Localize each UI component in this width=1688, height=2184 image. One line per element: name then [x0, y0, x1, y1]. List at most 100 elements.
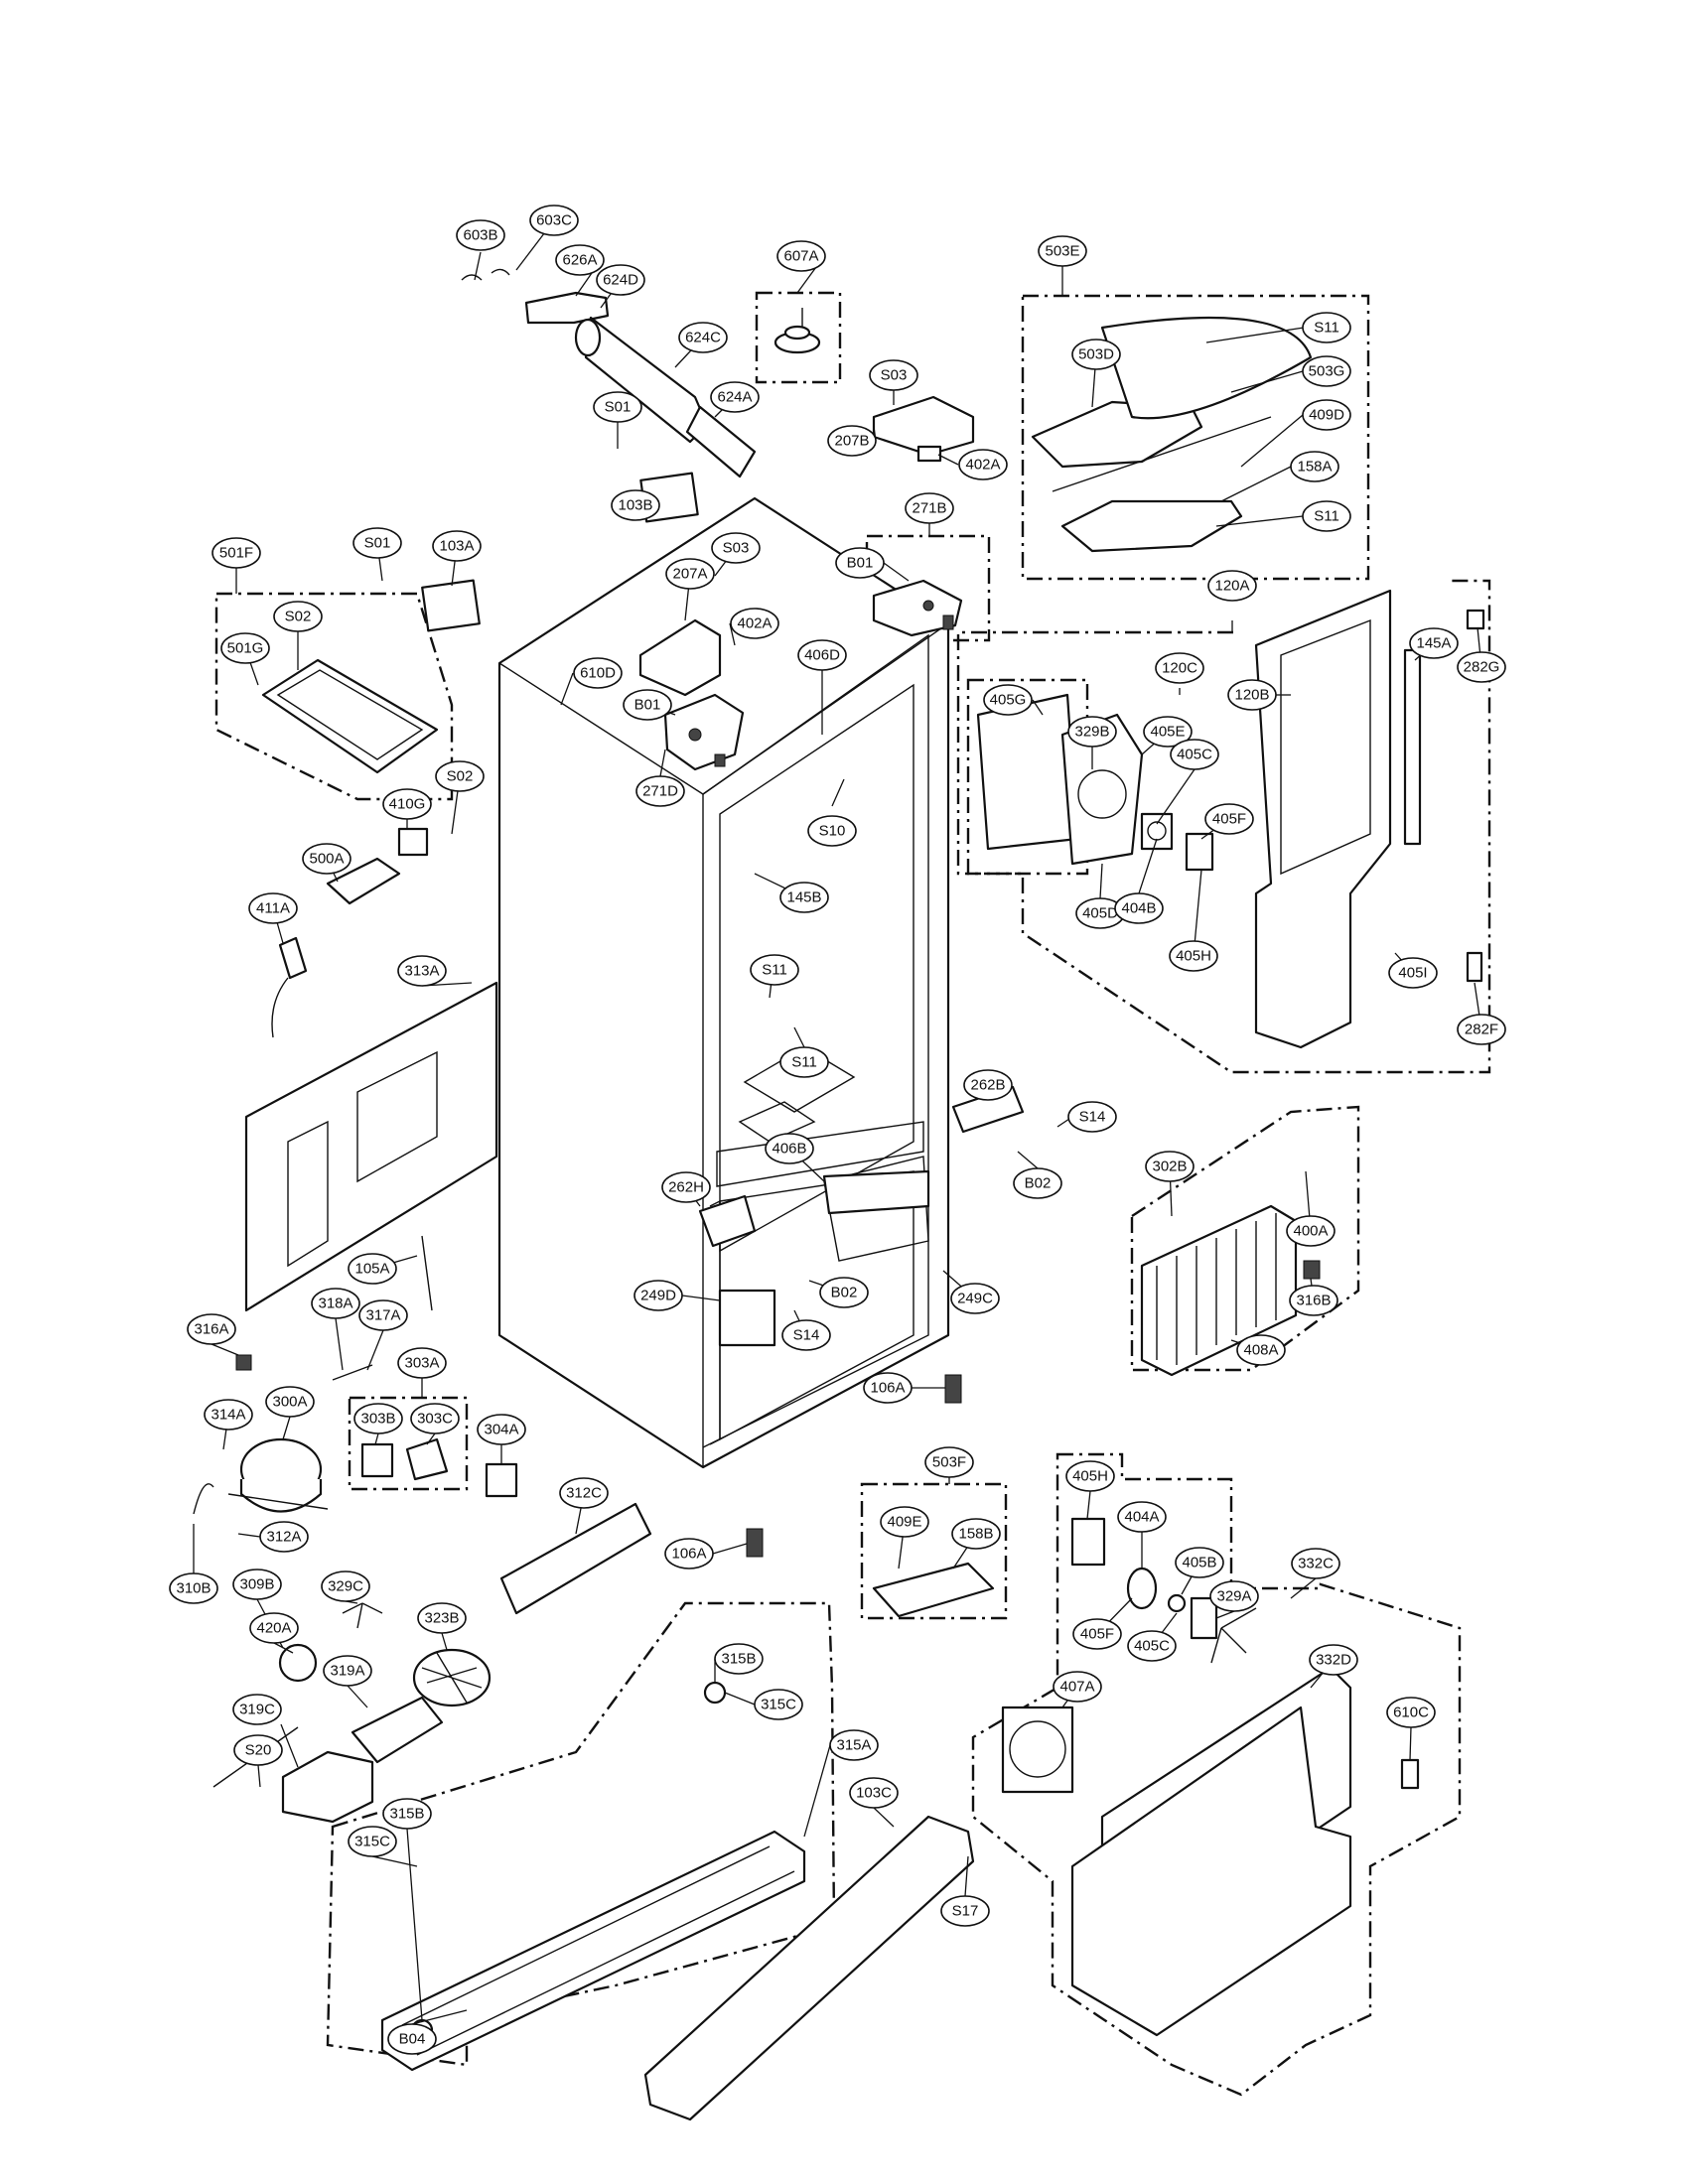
- callout-c065[interactable]: 316B: [1289, 1285, 1338, 1316]
- callout-c093[interactable]: 309B: [232, 1569, 282, 1600]
- callout-c070[interactable]: 249C: [950, 1283, 1000, 1314]
- callout-c100[interactable]: 315B: [714, 1643, 764, 1675]
- callout-c099[interactable]: 405C: [1127, 1630, 1177, 1662]
- callout-c092[interactable]: 332C: [1291, 1548, 1340, 1579]
- callout-c011[interactable]: S01: [593, 391, 642, 423]
- callout-c066[interactable]: 408A: [1236, 1334, 1286, 1366]
- callout-c104[interactable]: 319C: [232, 1694, 282, 1725]
- callout-c038[interactable]: S10: [807, 815, 857, 847]
- callout-c059[interactable]: S14: [1067, 1101, 1117, 1133]
- callout-c025[interactable]: S02: [273, 601, 323, 632]
- callout-c110[interactable]: 315B: [382, 1798, 432, 1830]
- callout-c091[interactable]: 405B: [1175, 1547, 1224, 1578]
- callout-c019[interactable]: S11: [1302, 500, 1351, 532]
- callout-c061[interactable]: 406B: [765, 1133, 814, 1164]
- callout-c083[interactable]: 312C: [559, 1477, 609, 1509]
- callout-c101[interactable]: 332D: [1309, 1644, 1358, 1676]
- callout-c096[interactable]: 329A: [1209, 1580, 1259, 1612]
- callout-c042[interactable]: 313A: [397, 955, 447, 987]
- callout-c004[interactable]: 624D: [596, 264, 645, 296]
- callout-c014[interactable]: S11: [1302, 312, 1351, 343]
- callout-c060[interactable]: B02: [1013, 1167, 1062, 1199]
- callout-c028[interactable]: 207A: [665, 558, 715, 590]
- callout-c006[interactable]: 624A: [710, 381, 760, 413]
- callout-c078[interactable]: 300A: [265, 1386, 315, 1418]
- callout-c080[interactable]: 303C: [410, 1403, 460, 1434]
- callout-c045[interactable]: 405G: [983, 684, 1033, 716]
- callout-c044[interactable]: 120C: [1155, 652, 1204, 684]
- callout-c005[interactable]: 624C: [678, 322, 728, 353]
- callout-c064[interactable]: 400A: [1286, 1215, 1336, 1247]
- callout-c063[interactable]: 302B: [1145, 1151, 1195, 1182]
- callout-c039[interactable]: 145B: [779, 882, 829, 913]
- callout-c090[interactable]: 106A: [664, 1538, 714, 1570]
- callout-c035[interactable]: 410G: [382, 788, 432, 820]
- callout-c055[interactable]: 405H: [1169, 940, 1218, 972]
- callout-c021[interactable]: B01: [835, 547, 885, 579]
- callout-c026[interactable]: 501G: [220, 632, 270, 664]
- callout-c105[interactable]: 407A: [1053, 1671, 1102, 1703]
- callout-c069[interactable]: B02: [819, 1277, 869, 1308]
- callout-c002[interactable]: 603C: [529, 205, 579, 236]
- callout-c062[interactable]: 262H: [661, 1171, 711, 1203]
- callout-c009[interactable]: 207B: [827, 425, 877, 457]
- callout-c089[interactable]: 310B: [169, 1572, 218, 1604]
- callout-c048[interactable]: 120B: [1227, 679, 1277, 711]
- callout-c036[interactable]: 500A: [302, 843, 352, 875]
- callout-c094[interactable]: 329C: [321, 1570, 370, 1602]
- callout-c073[interactable]: 317A: [358, 1299, 408, 1331]
- callout-c008[interactable]: S03: [869, 359, 918, 391]
- callout-c112[interactable]: S17: [940, 1895, 990, 1927]
- callout-c074[interactable]: 316A: [187, 1313, 236, 1345]
- callout-c043[interactable]: 120A: [1207, 570, 1257, 602]
- callout-c086[interactable]: 409E: [880, 1506, 929, 1538]
- callout-c103[interactable]: 315C: [754, 1689, 803, 1720]
- callout-c054[interactable]: 404B: [1114, 892, 1164, 924]
- callout-c033[interactable]: 271D: [635, 775, 685, 807]
- callout-c107[interactable]: 610C: [1386, 1697, 1436, 1728]
- callout-c012[interactable]: 103B: [611, 489, 660, 521]
- callout-c106[interactable]: 315A: [829, 1729, 879, 1761]
- callout-c030[interactable]: 610D: [573, 657, 623, 689]
- callout-c029[interactable]: 402A: [730, 608, 779, 639]
- callout-c088[interactable]: 404A: [1117, 1501, 1167, 1533]
- callout-c095[interactable]: 405F: [1072, 1618, 1122, 1650]
- callout-c053[interactable]: 405D: [1075, 897, 1125, 929]
- callout-c024[interactable]: 501F: [211, 537, 261, 569]
- callout-c052[interactable]: 405F: [1204, 803, 1254, 835]
- callout-c056[interactable]: 405I: [1388, 957, 1438, 989]
- callout-c047[interactable]: 405E: [1143, 716, 1193, 748]
- callout-c016[interactable]: 503G: [1302, 355, 1351, 387]
- callout-c076[interactable]: 106A: [863, 1372, 913, 1404]
- callout-c041[interactable]: S11: [779, 1046, 829, 1078]
- callout-c010[interactable]: 402A: [958, 449, 1008, 480]
- callout-c037[interactable]: 411A: [248, 892, 298, 924]
- callout-c023[interactable]: 103A: [432, 530, 482, 562]
- callout-c027[interactable]: S03: [711, 532, 761, 564]
- callout-c001[interactable]: 603B: [456, 219, 505, 251]
- callout-c057[interactable]: 282F: [1457, 1014, 1506, 1045]
- callout-c098[interactable]: 323B: [417, 1602, 467, 1634]
- callout-c109[interactable]: 103C: [849, 1777, 899, 1809]
- callout-c077[interactable]: 314A: [204, 1399, 253, 1431]
- callout-c082[interactable]: 312A: [259, 1521, 309, 1553]
- callout-c015[interactable]: 503D: [1071, 339, 1121, 370]
- callout-c018[interactable]: 158A: [1290, 451, 1339, 482]
- callout-c049[interactable]: 145A: [1409, 627, 1459, 659]
- callout-c084[interactable]: 503F: [924, 1446, 974, 1478]
- callout-c058[interactable]: 262B: [963, 1069, 1013, 1101]
- callout-c022[interactable]: S01: [352, 527, 402, 559]
- callout-c034[interactable]: S02: [435, 760, 485, 792]
- callout-c102[interactable]: 319A: [323, 1655, 372, 1687]
- callout-c085[interactable]: 405H: [1065, 1460, 1115, 1492]
- callout-c031[interactable]: B01: [623, 689, 672, 721]
- callout-c040[interactable]: S11: [750, 954, 799, 986]
- callout-c003[interactable]: 626A: [555, 244, 605, 276]
- callout-c007[interactable]: 607A: [776, 240, 826, 272]
- callout-c079[interactable]: 303B: [353, 1403, 403, 1434]
- callout-c072[interactable]: 318A: [311, 1288, 360, 1319]
- callout-c067[interactable]: 105A: [348, 1253, 397, 1285]
- callout-c046[interactable]: 329B: [1067, 716, 1117, 748]
- callout-c081[interactable]: 304A: [477, 1414, 526, 1445]
- callout-c087[interactable]: 158B: [951, 1518, 1001, 1550]
